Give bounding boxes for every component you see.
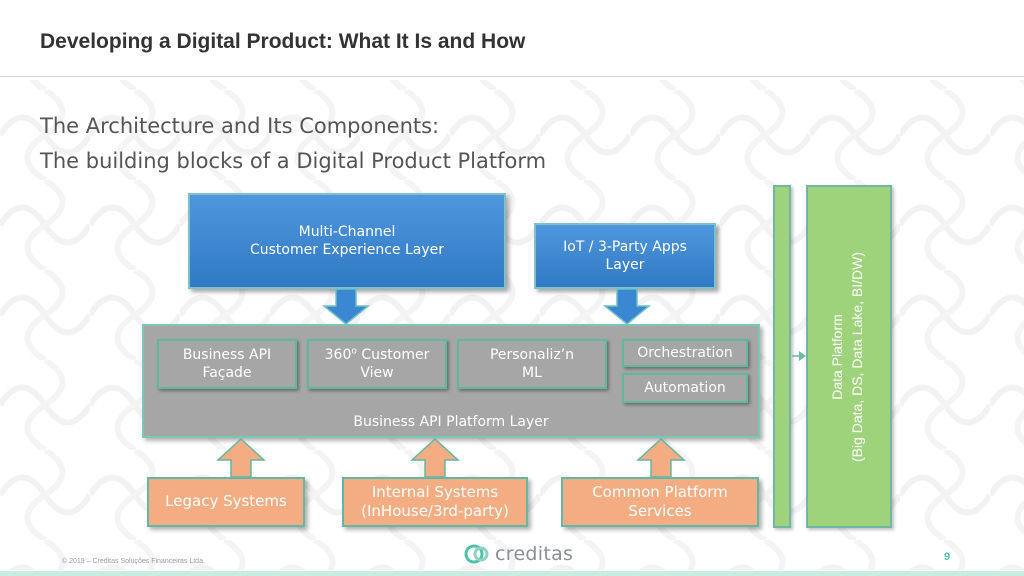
orchestration-label: Orchestration <box>637 344 733 361</box>
customer-view-line-2: View <box>360 365 394 381</box>
subtitle-line-1: The Architecture and Its Components: <box>40 114 440 138</box>
legacy-systems-block: Legacy Systems <box>147 477 305 527</box>
footer-copyright: © 2019 – Creditas Soluções Financeiras L… <box>62 558 205 565</box>
subtitle-line-2: The building blocks of a Digital Product… <box>40 149 547 173</box>
internal-systems-line-1: Internal Systems <box>371 482 499 501</box>
customer-view-line-1: Customer <box>356 346 430 363</box>
iot-layer-block: IoT / 3-Party Apps Layer <box>534 223 716 289</box>
automation-block: Automation <box>622 373 748 403</box>
business-api-line-2: Façade <box>202 365 252 381</box>
creditas-logo-icon <box>464 544 489 564</box>
internal-systems-line-2: (InHouse/3rd-party) <box>361 502 509 520</box>
data-platform-block <box>806 185 892 528</box>
legacy-systems-label: Legacy Systems <box>165 492 287 511</box>
common-platform-line-1: Common Platform <box>592 482 728 501</box>
personalization-line-1: Personaliz’n <box>489 346 575 363</box>
common-platform-line-2: Services <box>628 502 692 520</box>
bottom-strip <box>0 571 1024 576</box>
data-platform-line-2: (Big Data, DS, Data Lake, BI/DW) <box>849 251 866 463</box>
personalization-block: Personaliz’n ML <box>457 339 607 389</box>
logo-text: creditas <box>495 543 574 565</box>
iot-line-1: IoT / 3-Party Apps <box>563 238 687 255</box>
orchestration-block: Orchestration <box>622 339 748 367</box>
platform-layer-label: Business API Platform Layer <box>353 414 549 430</box>
degree-sign: o <box>351 346 357 357</box>
business-api-facade-block: Business API Façade <box>157 339 297 389</box>
creditas-logo: creditas <box>464 543 573 565</box>
multichannel-layer-block: Multi-Channel Customer Experience Layer <box>188 193 506 289</box>
multichannel-line-1: Multi-Channel <box>298 223 396 240</box>
slide-title: Developing a Digital Product: What It Is… <box>40 30 526 53</box>
business-api-line-1: Business API <box>182 346 272 363</box>
common-platform-services-block: Common Platform Services <box>561 477 759 527</box>
page-number: 9 <box>944 551 951 563</box>
internal-systems-block: Internal Systems (InHouse/3rd-party) <box>342 477 528 527</box>
automation-label: Automation <box>644 379 726 396</box>
personalization-line-2: ML <box>522 365 542 381</box>
iot-line-2: Layer <box>605 257 645 273</box>
data-platform-connector-bar <box>773 185 791 528</box>
customer-view-number: 360 <box>324 346 352 363</box>
data-platform-line-1: Data Platform <box>829 314 845 400</box>
title-divider <box>0 76 1024 77</box>
data-platform-label: Data Platform (Big Data, DS, Data Lake, … <box>827 187 871 527</box>
customer-view-block: 360o Customer View <box>307 339 447 389</box>
multichannel-line-2: Customer Experience Layer <box>249 242 444 258</box>
